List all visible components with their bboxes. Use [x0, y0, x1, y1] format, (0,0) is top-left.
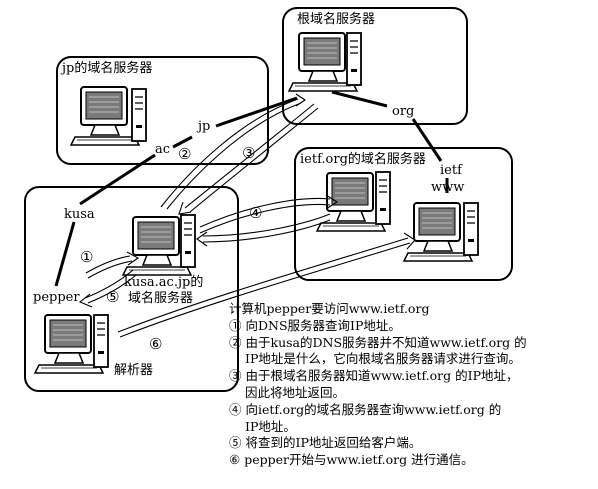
description-block: 计算机pepper要访问www.ietf.org ① 向DNS服务器查询IP地址… — [229, 301, 594, 469]
description-item: ② 由于kusa的DNS服务器并不知道www.ietf.org 的 — [229, 334, 527, 350]
www-computer — [403, 202, 473, 262]
step-1-marker: ① — [80, 248, 94, 266]
node-ac: ac — [155, 142, 171, 157]
step-2-marker: ② — [178, 145, 192, 163]
domain-tree-lines — [54, 90, 449, 287]
kusa-server-label-2: 域名服务器 — [128, 291, 194, 306]
root-server-tower — [346, 32, 362, 86]
description-item-continued: IP地址。 — [245, 418, 296, 434]
step-4-marker: ④ — [249, 204, 263, 222]
description-title: 计算机pepper要访问www.ietf.org — [229, 301, 430, 316]
step-3-marker: ③ — [242, 144, 256, 162]
query-arrows — [78, 93, 416, 338]
description-item: ① 向DNS服务器查询IP地址。 — [229, 317, 401, 333]
ietf-server-tower — [375, 171, 391, 225]
description-item: ③ 由于根域名服务器知道www.ietf.org 的IP地址， — [229, 368, 519, 384]
description-item: ⑥ pepper开始与www.ietf.org 进行通信。 — [229, 452, 474, 468]
jp-server-label: jp的域名服务器 — [62, 61, 153, 76]
jp-server-computer — [70, 86, 140, 146]
root-server-label: 根域名服务器 — [297, 12, 376, 27]
node-www: www — [431, 180, 465, 195]
step-6-marker: ⑥ — [149, 335, 163, 353]
description-item: ④ 向ietf.org的域名服务器查询www.ietf.org 的 — [229, 401, 502, 417]
ietf-server-box — [294, 147, 513, 281]
step-5-marker: ⑤ — [106, 288, 120, 306]
jp-server-tower — [131, 88, 147, 142]
node-kusa: kusa — [64, 207, 95, 222]
ietf-server-label: ietf.org的域名服务器 — [300, 152, 426, 167]
www-tower — [463, 202, 479, 256]
ietf-server-computer — [316, 172, 386, 232]
kusa-server-tower — [180, 214, 196, 268]
resolver-tower — [93, 314, 109, 368]
resolver-computer — [34, 314, 104, 374]
node-pepper: pepper — [33, 290, 80, 305]
jp-server-box — [56, 56, 269, 165]
node-jp: jp — [198, 119, 211, 134]
node-org: org — [392, 104, 415, 119]
kusa-network-box — [24, 186, 239, 392]
resolver-label: 解析器 — [114, 363, 154, 378]
description-item-continued: IP地址是什么，它向根域名服务器请求进行查询。 — [245, 351, 521, 367]
description-item: ⑤ 将查到的IP地址返回给客户端。 — [229, 435, 422, 451]
kusa-server-label-1: kusa.ac.jp的 — [124, 275, 204, 290]
description-item-continued: 因此将地址返回。 — [245, 384, 346, 400]
root-server-box — [282, 7, 468, 125]
node-ietf: ietf — [440, 163, 462, 178]
